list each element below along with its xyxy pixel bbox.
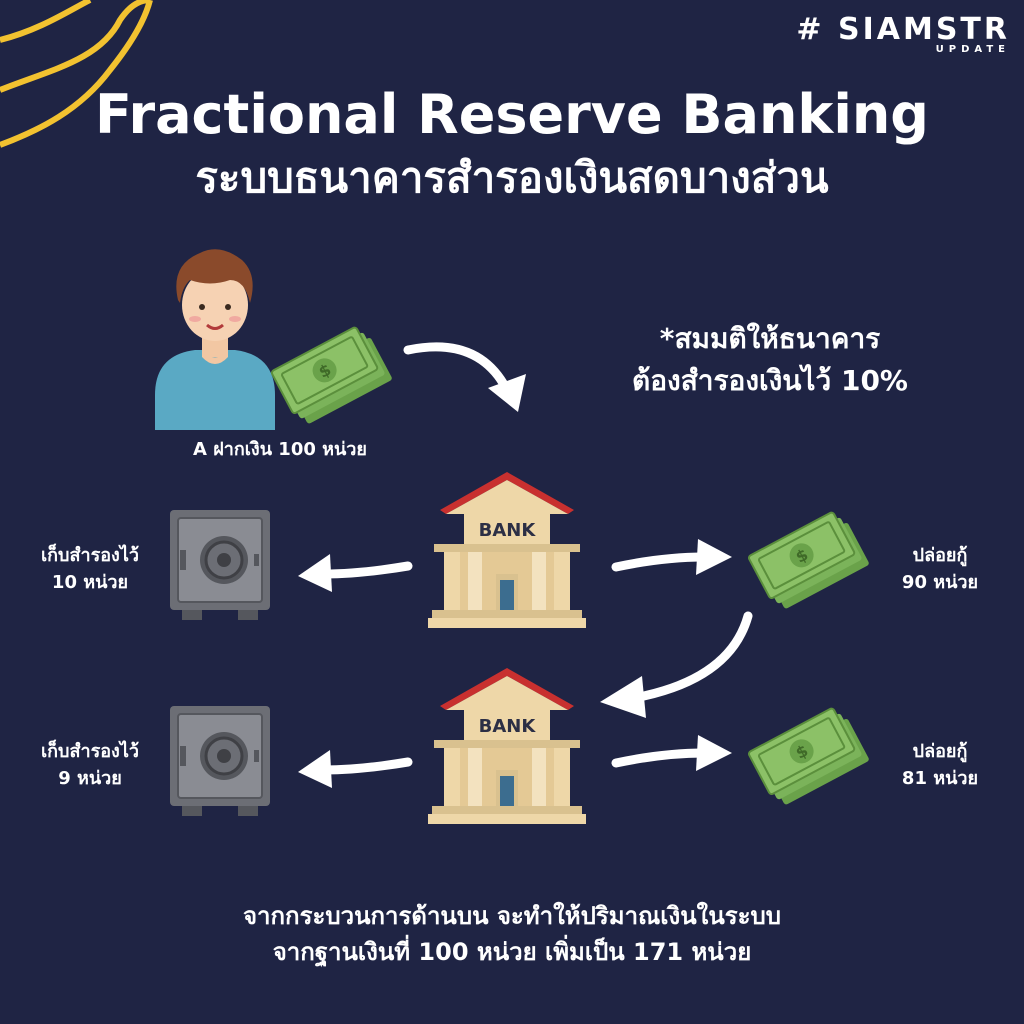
bank-sign: BANK [479,520,537,541]
brand-tag: # SIAMSTR [796,12,1010,47]
cash-icon-loan-1: $ [748,511,869,609]
bank-icon: BANK [428,668,586,824]
note-line2: ต้องสำรองเงินไว้ 10% [632,364,908,397]
brand-sub: UPDATE [935,44,1010,55]
curved-arrow-icon [403,342,526,412]
reserve-ratio-note: *สมมติให้ธนาคาร ต้องสำรองเงินไว้ 10% [560,318,980,402]
arrow-left-icon [298,750,413,788]
cash-icon: $ [271,326,392,424]
summary-line1: จากกระบวนการด้านบน จะทำให้ปริมาณเงินในระ… [242,902,782,930]
curved-arrow-back-icon [600,611,753,718]
page-subtitle: ระบบธนาคารสำรองเงินสดบางส่วน [195,153,829,202]
bank-icon: BANK [428,472,586,628]
reserve-label-2: เก็บสำรองไว้ 9 หน่วย [41,741,139,789]
page-title: Fractional Reserve Banking [95,83,929,146]
arrow-right-icon [611,539,732,575]
cash-icon-loan-2: $ [748,707,869,805]
note-line1: *สมมติให้ธนาคาร [659,322,881,355]
safe-icon [170,706,270,816]
loan-label-1: ปล่อยกู้ 90 หน่วย [901,545,979,593]
loan-label-2: ปล่อยกู้ 81 หน่วย [901,741,979,789]
bank-sign: BANK [479,716,537,737]
person-icon [155,249,275,430]
arrow-left-icon [298,554,413,592]
depositor-label: A ฝากเงิน 100 หน่วย [193,439,367,460]
arrow-right-icon [611,735,732,771]
safe-icon [170,510,270,620]
summary-line2: จากฐานเงินที่ 100 หน่วย เพิ่มเป็น 171 หน… [272,938,752,966]
brand-logo: # SIAMSTR UPDATE [796,14,1010,56]
decorative-waves [0,0,153,148]
summary-text: จากกระบวนการด้านบน จะทำให้ปริมาณเงินในระ… [0,898,1024,970]
reserve-label-1: เก็บสำรองไว้ 10 หน่วย [41,545,139,593]
